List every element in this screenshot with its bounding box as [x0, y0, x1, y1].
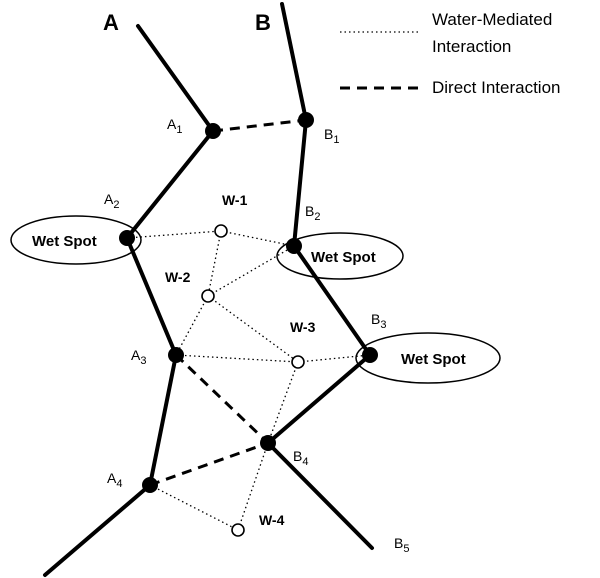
water-w1: [214, 224, 228, 238]
wet-spot-ellipse-2: [276, 232, 404, 280]
water-w4: [231, 523, 245, 537]
water-interaction-a3-w3: [175, 354, 299, 363]
water-interaction-w2-b2: [207, 245, 295, 297]
water-w2: [201, 289, 215, 303]
direct-interaction-a1-b1: [212, 118, 307, 133]
water-label-w2: W-2: [165, 269, 191, 285]
atom-b1: [298, 112, 314, 128]
atom-label-b4: B4: [293, 448, 308, 468]
atom-label-b3: B3: [371, 311, 386, 331]
water-interaction-w3-b3: [297, 354, 371, 363]
water-interaction-w2-a3: [175, 295, 209, 356]
atom-a2: [119, 230, 135, 246]
atoms: [119, 112, 378, 493]
chain-label-a: A: [103, 10, 119, 35]
water-label-w1: W-1: [222, 192, 248, 208]
water-interaction-w1-b2: [220, 230, 295, 247]
legend-water-label-line1: Water-Mediated: [432, 10, 552, 29]
water-w3: [291, 355, 305, 369]
wet-spot-ellipse-1: [10, 215, 142, 265]
legend-water-label-line2: Interaction: [432, 37, 511, 56]
legend: Water-Mediated Interaction Direct Intera…: [340, 10, 561, 97]
water-interaction-a2-w1: [126, 230, 222, 239]
water-interaction-w1-w2: [207, 230, 222, 297]
water-interaction-w2-w3: [207, 295, 299, 363]
water-label-w4: W-4: [259, 512, 285, 528]
atom-label-a4: A4: [107, 470, 122, 490]
atom-label-a1: A1: [167, 116, 182, 136]
direct-interaction-a4-b4: [149, 441, 269, 487]
water-label-w3: W-3: [290, 319, 316, 335]
atom-label-b1: B1: [324, 126, 339, 146]
atom-label-b5: B5: [394, 535, 409, 555]
wet-spot-label-1: Wet Spot: [32, 233, 97, 250]
strand-b: [266, 2, 372, 445]
strand-b-tail: [266, 441, 374, 550]
water-molecules: [201, 224, 305, 537]
water-interaction-w3-b4: [267, 361, 299, 444]
legend-direct-label: Direct Interaction: [432, 78, 561, 97]
interactions: [126, 118, 371, 531]
wet-spot-ellipse-3: [355, 332, 501, 384]
atom-label-a3: A3: [131, 347, 146, 367]
atom-b4: [260, 435, 276, 451]
wet-spot-label-2: Wet Spot: [311, 249, 376, 266]
water-interaction-b4-w4: [237, 442, 269, 531]
atom-b2: [286, 238, 302, 254]
atom-label-a2: A2: [104, 191, 119, 211]
direct-interaction-a3-b4: [174, 353, 270, 445]
chain-label-b: B: [255, 10, 271, 35]
atom-a3: [168, 347, 184, 363]
atom-a1: [205, 123, 221, 139]
strand-a: [43, 24, 215, 577]
atom-b3: [362, 347, 378, 363]
wet-spot-label-3: Wet Spot: [401, 351, 466, 368]
atom-a4: [142, 477, 158, 493]
water-interaction-a4-w4: [149, 484, 239, 531]
atom-label-b2: B2: [305, 203, 320, 223]
